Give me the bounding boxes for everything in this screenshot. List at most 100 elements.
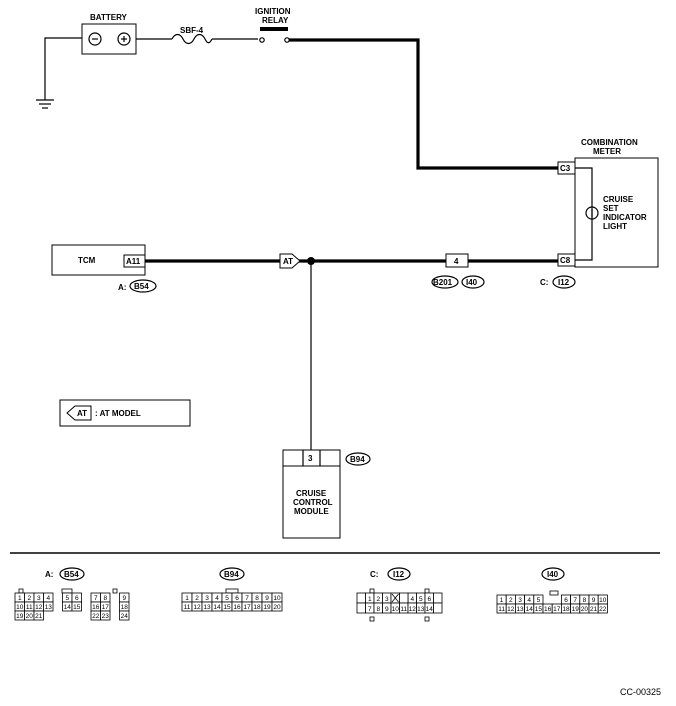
b94-pin-1: 1 xyxy=(185,595,189,602)
connector-b54: B54 xyxy=(134,282,149,291)
connector-b54-prefix: A: xyxy=(118,283,126,292)
i12-blank-cell xyxy=(356,592,366,604)
b54-pin-22: 22 xyxy=(92,613,100,620)
connector-b201: B201 xyxy=(433,278,453,287)
b94-pin-2: 2 xyxy=(195,595,199,602)
b54-cell xyxy=(33,610,44,621)
meter-label-2: METER xyxy=(593,147,621,156)
i12-pin-4: 4 xyxy=(410,596,414,603)
connector-i12-prefix: C: xyxy=(540,278,548,287)
i12-pin-10: 10 xyxy=(392,606,400,613)
b54-cell xyxy=(71,601,82,612)
i40-pin-16: 16 xyxy=(544,606,552,613)
junction-connector: 4 B201 I40 xyxy=(431,253,485,289)
i12-pin-12: 12 xyxy=(409,606,417,613)
pin-c8: C8 xyxy=(560,256,571,265)
indicator-lamp-icon xyxy=(585,206,599,220)
b54-pin-13: 13 xyxy=(45,604,53,611)
at-model-arrow: AT xyxy=(279,253,301,269)
b94-cell xyxy=(271,601,283,612)
indicator-label-1: CRUISE xyxy=(603,195,634,204)
b94-pin-6: 6 xyxy=(235,595,239,602)
b54-pin-20: 20 xyxy=(26,613,34,620)
i12-pin-9: 9 xyxy=(385,606,389,613)
b94-pin-16: 16 xyxy=(233,604,241,611)
pin-4: 4 xyxy=(454,257,459,266)
b94-pin-12: 12 xyxy=(193,604,201,611)
i12-blank-cell xyxy=(433,602,443,614)
i40-pin-1: 1 xyxy=(500,597,504,604)
i12-blank-cell xyxy=(433,592,443,604)
i40-pin-5: 5 xyxy=(537,597,541,604)
b94-pin-9: 9 xyxy=(265,595,269,602)
b94-pin-7: 7 xyxy=(245,595,249,602)
relay-label-1: IGNITION xyxy=(255,7,291,16)
pin-c3: C3 xyxy=(560,164,571,173)
i40-pin-8: 8 xyxy=(583,597,587,604)
b54-pin-11: 11 xyxy=(26,604,33,611)
b54-pin-6: 6 xyxy=(75,595,79,602)
ccm-label-2: CONTROL xyxy=(293,498,333,507)
i40-face-id: I40 xyxy=(547,570,559,579)
i12-pin-6: 6 xyxy=(427,596,431,603)
b54-face-id: B54 xyxy=(64,570,79,579)
b94-pin-13: 13 xyxy=(203,604,211,611)
b94-pin-3: 3 xyxy=(205,595,209,602)
i40-pin-3: 3 xyxy=(518,597,522,604)
i12-pin-7: 7 xyxy=(368,606,372,613)
i12-pin-13: 13 xyxy=(417,606,425,613)
b54-pin-2: 2 xyxy=(27,595,31,602)
connector-i40: I40 xyxy=(466,278,478,287)
b54-pin-14: 14 xyxy=(64,604,72,611)
b54-pin-24: 24 xyxy=(121,613,129,620)
b54-pin-16: 16 xyxy=(92,604,100,611)
i12-face-prefix: C: xyxy=(370,570,378,579)
pin-3: 3 xyxy=(308,454,313,463)
cruise-control-module: 3 CRUISE CONTROL MODULE B94 xyxy=(282,449,371,539)
tcm: TCM A11 A: B54 xyxy=(51,244,157,293)
b54-pin-1: 1 xyxy=(18,595,22,602)
i40-pin-11: 11 xyxy=(498,606,505,613)
wire-relay-meter xyxy=(289,38,558,170)
b54-pin-23: 23 xyxy=(102,613,110,620)
i40-pin-4: 4 xyxy=(527,597,531,604)
fuse-label: SBF-4 xyxy=(180,26,204,35)
i12-pin-14: 14 xyxy=(426,606,434,613)
relay-label-2: RELAY xyxy=(262,16,289,25)
i12-blank-cell xyxy=(356,602,366,614)
battery-label: BATTERY xyxy=(90,13,128,22)
i12-pin-8: 8 xyxy=(376,606,380,613)
i40-pin-9: 9 xyxy=(592,597,596,604)
i40-pin-22: 22 xyxy=(599,606,607,613)
b94-pin-15: 15 xyxy=(223,604,231,611)
b54-cell xyxy=(119,610,130,621)
fuse-sbf4: SBF-4 xyxy=(171,26,213,45)
i40-pin-19: 19 xyxy=(572,606,580,613)
i40-pin-6: 6 xyxy=(564,597,568,604)
b94-pin-20: 20 xyxy=(273,604,281,611)
i12-pin-1: 1 xyxy=(368,596,372,603)
b94-face-id: B94 xyxy=(224,570,239,579)
i40-pin-7: 7 xyxy=(573,597,577,604)
b54-pin-7: 7 xyxy=(94,595,98,602)
tcm-label: TCM xyxy=(78,256,96,265)
b94-pin-10: 10 xyxy=(273,595,281,602)
b54-cell xyxy=(43,601,54,612)
b54-pin-4: 4 xyxy=(46,595,50,602)
i12-pin-3: 3 xyxy=(385,596,389,603)
pin-a11: A11 xyxy=(126,257,141,266)
b54-pin-8: 8 xyxy=(103,595,107,602)
i40-pin-21: 21 xyxy=(590,606,598,613)
indicator-label-2: SET xyxy=(603,204,619,213)
b94-pin-18: 18 xyxy=(253,604,261,611)
i40-pin-18: 18 xyxy=(562,606,570,613)
i40-cell xyxy=(597,603,608,614)
ccm-label-1: CRUISE xyxy=(296,489,327,498)
b94-pin-8: 8 xyxy=(255,595,259,602)
ignition-relay: IGNITION RELAY xyxy=(255,7,291,43)
connector-i12: I12 xyxy=(558,278,570,287)
